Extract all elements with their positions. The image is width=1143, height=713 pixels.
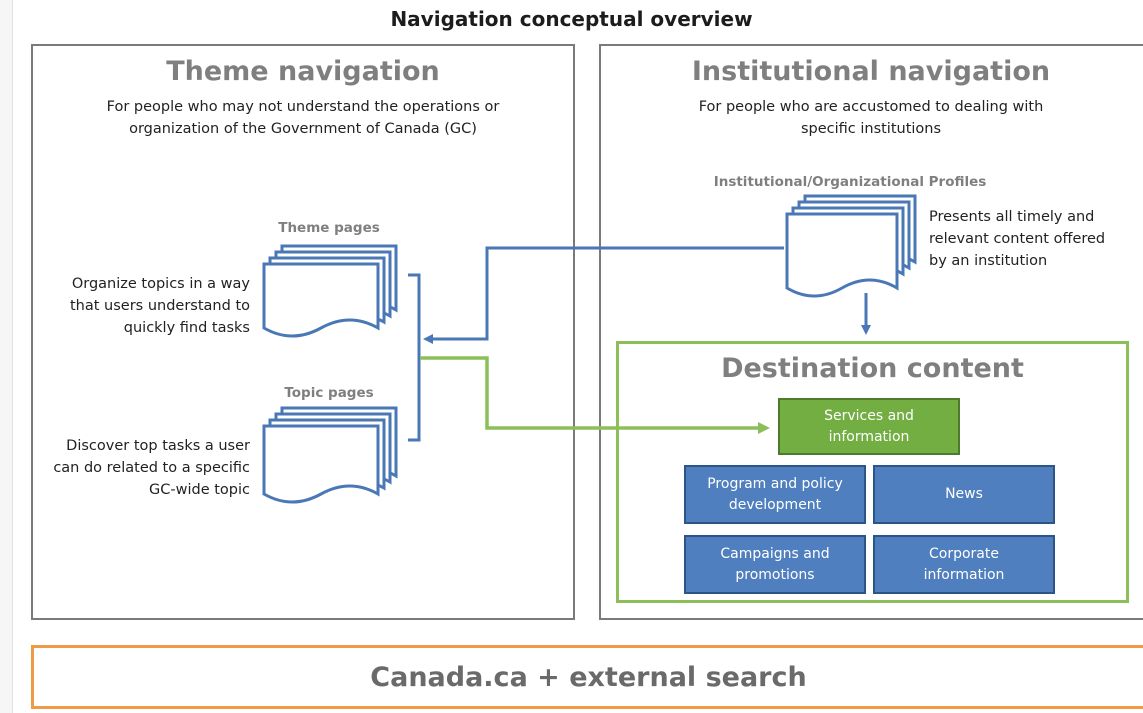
destination-content-heading: Destination content [721, 353, 1024, 384]
campaigns-and-promotions-box: Campaigns and promotions [684, 535, 866, 594]
topic-pages-description-2: can do related to a specific [53, 460, 250, 476]
profiles-document-stack-icon [785, 194, 917, 298]
institutional-navigation-subtitle-1: For people who are accustomed to dealing… [698, 99, 1044, 115]
theme-pages-document-stack-icon [262, 244, 398, 338]
external-search-bar: Canada.ca + external search [31, 645, 1143, 709]
topic-pages-description-3: GC-wide topic [149, 482, 250, 498]
profiles-to-theme-arrow-icon [423, 246, 784, 344]
theme-pages-label: Theme pages [278, 220, 380, 236]
news-box: News [873, 465, 1055, 524]
diagram-title: Navigation conceptual overview [390, 7, 753, 31]
profiles-description-2: relevant content offered [929, 231, 1106, 247]
services-and-information-box: Services and information [778, 398, 960, 455]
institutional-navigation-heading: Institutional navigation [691, 56, 1051, 87]
pages-bracket [408, 273, 421, 442]
theme-pages-description-1: Organize topics in a way [71, 276, 250, 292]
profiles-description-1: Presents all timely and [929, 209, 1095, 225]
theme-navigation-subtitle-2: organization of the Government of Canada… [129, 121, 477, 137]
theme-pages-description-2: that users understand to [70, 298, 250, 314]
profiles-label: Institutional/Organizational Profiles [713, 174, 987, 190]
corporate-information-box: Corporate information [873, 535, 1055, 594]
topic-pages-description-1: Discover top tasks a user [66, 438, 250, 454]
topic-pages-label: Topic pages [284, 385, 374, 401]
profiles-description-3: by an institution [929, 253, 1048, 269]
theme-to-services-arrow-icon [420, 356, 770, 434]
program-and-policy-box: Program and policy development [684, 465, 866, 524]
institutional-navigation-subtitle-2: specific institutions [800, 121, 942, 137]
theme-navigation-subtitle-1: For people who may not understand the op… [106, 99, 500, 115]
theme-pages-description-3: quickly find tasks [123, 320, 250, 336]
topic-pages-document-stack-icon [262, 406, 398, 504]
theme-navigation-heading: Theme navigation [166, 56, 440, 87]
